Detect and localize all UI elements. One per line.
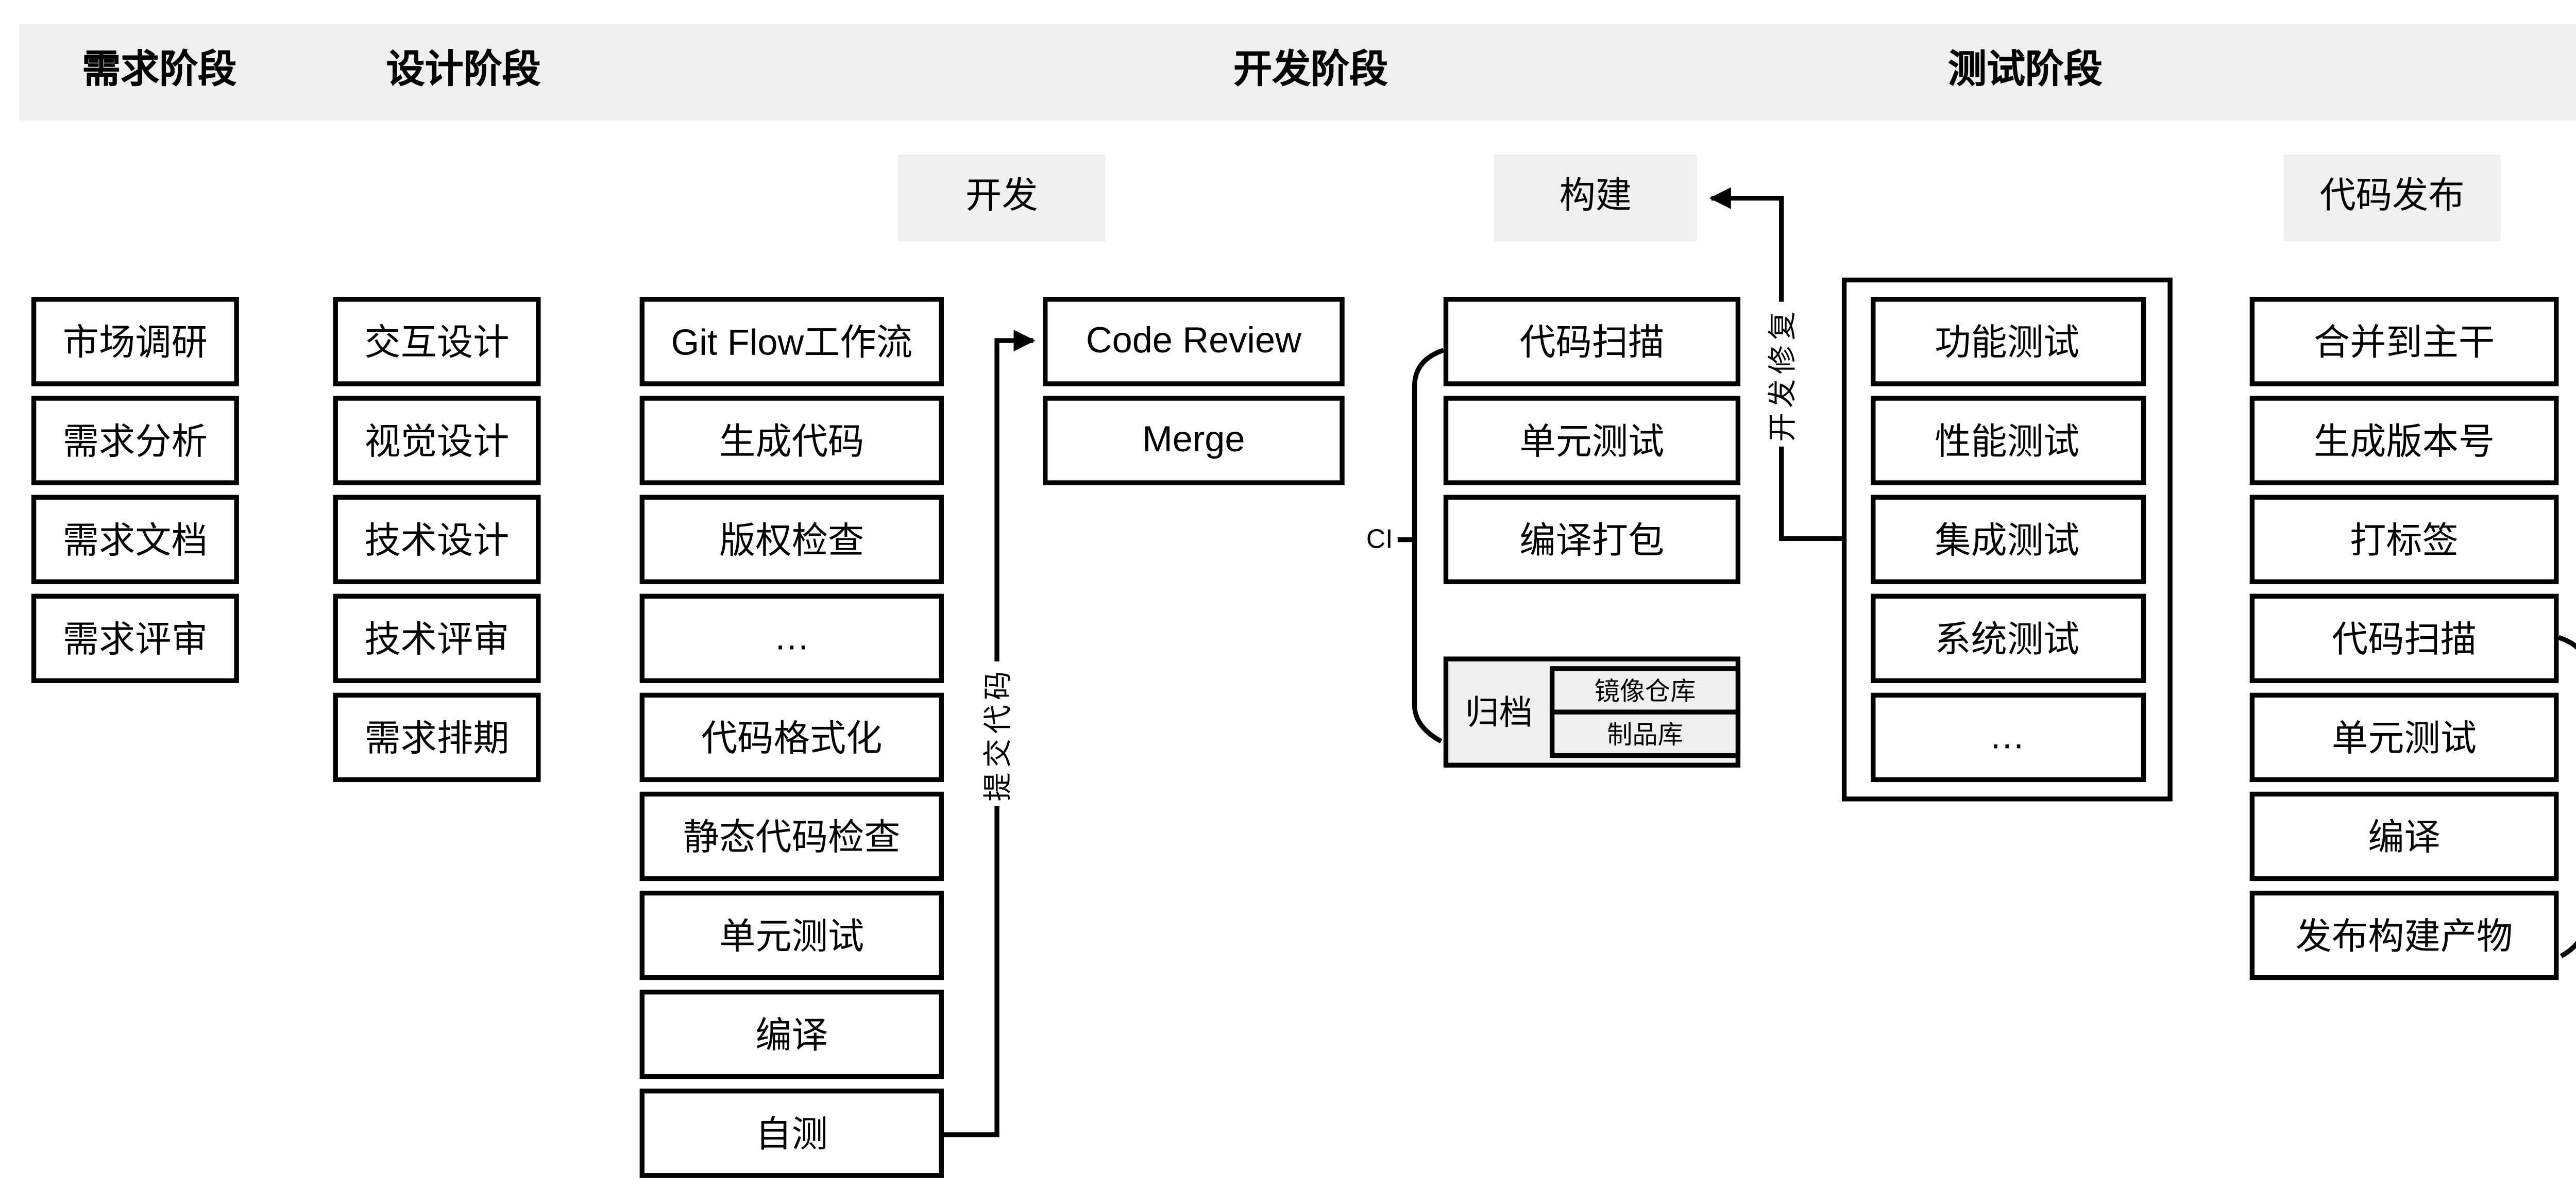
flow-box: 视觉设计 <box>333 396 541 485</box>
flow-box: 交互设计 <box>333 297 541 386</box>
flow-box: … <box>639 593 944 683</box>
flow-box: Code Review <box>1043 297 1345 386</box>
ci-bracket-build <box>1412 348 1445 743</box>
flow-box: 生成代码 <box>639 396 944 485</box>
flow-box: Git Flow工作流 <box>639 297 944 386</box>
flow-box: 市场调研 <box>31 297 239 386</box>
flow-box: 需求排期 <box>333 692 541 783</box>
test-stage-container: 功能测试性能测试集成测试系统测试… <box>1841 277 2173 802</box>
column-requirements: 市场调研需求分析需求文档需求评审 <box>31 297 239 692</box>
ci-build-label: CI <box>1366 525 1393 554</box>
flow-box: 编译打包 <box>1443 495 1741 584</box>
flow-box: 系统测试 <box>1869 593 2145 683</box>
test-box-list: 功能测试性能测试集成测试系统测试… <box>1846 282 2167 783</box>
phase-design: 设计阶段 <box>386 50 541 92</box>
code-release-box-list: 合并到主干生成版本号打标签代码扫描单元测试编译发布构建产物 <box>2249 297 2559 980</box>
column-dev-flow: Git Flow工作流生成代码版权检查 …代码格式化静态代码检查单元测试编译自测 <box>639 297 944 1187</box>
archive-group-box: 归档 镜像仓库制品库 <box>1443 656 1741 768</box>
design-box-list: 交互设计视觉设计技术设计技术评审需求排期 <box>333 297 541 783</box>
flow-box: 需求分析 <box>31 396 239 485</box>
submit-code-label: 提交代码 <box>974 661 1020 806</box>
column-design: 交互设计视觉设计技术设计技术评审需求排期 <box>333 297 541 791</box>
build-box-list: 代码扫描单元测试编译打包 <box>1443 297 1741 584</box>
flow-box: 功能测试 <box>1869 297 2145 386</box>
flow-box: 发布构建产物 <box>2249 890 2559 980</box>
flow-box: 需求文档 <box>31 495 239 584</box>
substage-build: 构建 <box>1494 154 1697 242</box>
dev-flow-box-list: Git Flow工作流生成代码版权检查 …代码格式化静态代码检查单元测试编译自测 <box>639 297 944 1178</box>
substage-code-release: 代码发布 <box>2283 154 2501 242</box>
flow-box: 需求评审 <box>31 593 239 683</box>
requirements-box-list: 市场调研需求分析需求文档需求评审 <box>31 297 239 683</box>
archive-repo-list: 镜像仓库制品库 <box>1549 666 1741 758</box>
flow-box: 代码扫描 <box>1443 297 1741 386</box>
repo-box: 制品库 <box>1549 709 1741 758</box>
phase-requirements: 需求阶段 <box>82 50 237 92</box>
flow-box: 版权检查 <box>639 495 944 584</box>
column-code-release: 合并到主干生成版本号打标签代码扫描单元测试编译发布构建产物 <box>2249 297 2559 990</box>
flow-box: 生成版本号 <box>2249 396 2559 485</box>
phase-testing: 测试阶段 <box>1948 50 2103 92</box>
flow-box: 代码格式化 <box>639 692 944 783</box>
archive-label: 归档 <box>1465 692 1533 732</box>
flow-box: 单元测试 <box>2249 692 2559 783</box>
phase-development: 开发阶段 <box>1233 50 1388 92</box>
flow-box: 单元测试 <box>639 890 944 980</box>
flow-box: … <box>1869 692 2145 783</box>
flow-box: 技术设计 <box>333 495 541 584</box>
ci-bracket-release <box>2557 635 2576 958</box>
flow-box: 编译 <box>2249 791 2559 881</box>
repo-box: 镜像仓库 <box>1549 666 1741 715</box>
flow-box: 性能测试 <box>1869 396 2145 485</box>
flow-box: 打标签 <box>2249 495 2559 584</box>
flow-box: 单元测试 <box>1443 396 1741 485</box>
flow-box: 静态代码检查 <box>639 791 944 881</box>
flow-box: 技术评审 <box>333 593 541 683</box>
column-build: 代码扫描单元测试编译打包 归档 镜像仓库制品库 <box>1443 297 1741 768</box>
dev-fix-label: 开发修复 <box>1758 301 1805 447</box>
phase-header-bar: 需求阶段 设计阶段 开发阶段 测试阶段 发布阶段 运营阶段 <box>19 24 2576 121</box>
flow-box: 编译 <box>639 989 944 1079</box>
flow-box: Merge <box>1043 396 1345 485</box>
flow-box: 代码扫描 <box>2249 593 2559 683</box>
flow-box: 自测 <box>639 1089 944 1178</box>
substage-dev: 开发 <box>897 154 1106 242</box>
flow-box: 集成测试 <box>1869 495 2145 584</box>
flow-box: 合并到主干 <box>2249 297 2559 386</box>
